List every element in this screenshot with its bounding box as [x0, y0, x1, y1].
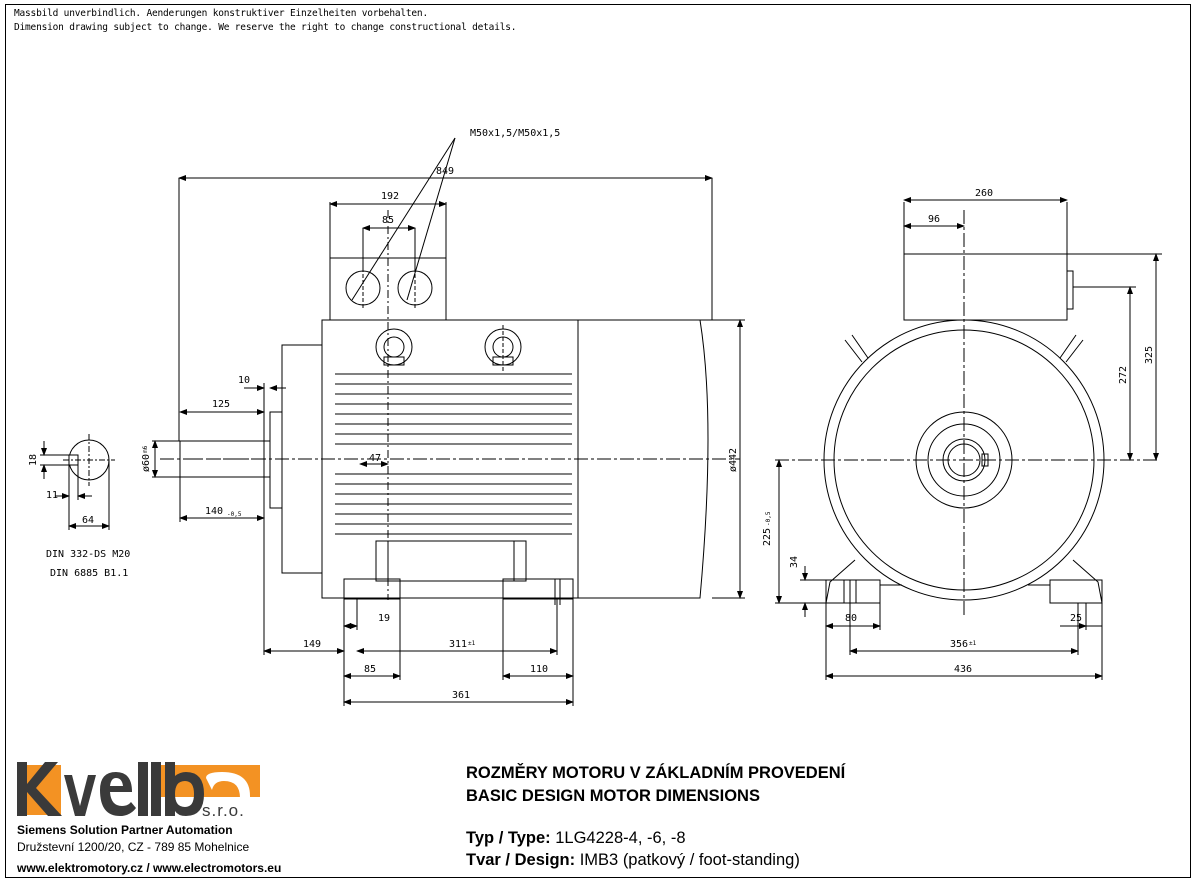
dim-361: 361 — [452, 690, 470, 701]
dim-325: 325 — [1144, 346, 1155, 364]
dim-110: 110 — [530, 664, 548, 675]
dim-272: 272 — [1118, 366, 1129, 384]
dim-140-tol: -0,5 — [227, 511, 242, 518]
dim-96: 96 — [928, 214, 940, 225]
key-dim-11: 11 — [46, 490, 58, 501]
address-line: Družstevní 1200/20, CZ - 789 85 Mohelnic… — [17, 840, 250, 854]
disclaimer-en: Dimension drawing subject to change. We … — [14, 22, 517, 33]
dim-shaft-tol: m6 — [142, 445, 149, 453]
flange-spigot — [269, 411, 283, 509]
title-cz: ROZMĚRY MOTORU V ZÁKLADNÍM PROVEDENÍ — [466, 764, 846, 782]
shaft-key-detail — [40, 434, 115, 530]
norm-din-332: DIN 332-DS M20 — [46, 549, 130, 560]
dim-311: 311 — [449, 639, 467, 650]
dim-225-tol: -0,5 — [765, 511, 772, 526]
key-dim-18: 18 — [28, 454, 39, 466]
dim-442: ø442 — [728, 448, 739, 472]
drawing-frame — [5, 4, 1191, 878]
dim-225: 225 — [762, 528, 773, 546]
dim-356-tol: ±1 — [969, 640, 977, 647]
dim-192: 192 — [381, 191, 399, 202]
disclaimer-de: Massbild unverbindlich. Aenderungen kons… — [14, 8, 428, 19]
terminal-box-front — [903, 253, 1068, 321]
design-value: IMB3 (patkový / foot-standing) — [579, 851, 800, 869]
type-line: Typ / Type: 1LG4228-4, -6, -8 — [466, 829, 686, 848]
dim-47: 47 — [369, 453, 381, 464]
foot-left — [343, 578, 401, 600]
type-value: 1LG4228-4, -6, -8 — [555, 829, 686, 847]
website-line[interactable]: www.elektromotory.cz / www.electromotors… — [17, 861, 282, 875]
dim-80: 80 — [845, 613, 857, 624]
dim-125: 125 — [212, 399, 230, 410]
dim-25: 25 — [1070, 613, 1082, 624]
design-line: Tvar / Design: IMB3 (patkový / foot-stan… — [466, 851, 800, 870]
dim-19: 19 — [378, 613, 390, 624]
design-label: Tvar / Design: — [466, 851, 576, 869]
lift-handle-left — [844, 334, 869, 363]
dim-436: 436 — [954, 664, 972, 675]
dim-shaft-dia: ø60 — [141, 454, 152, 472]
front-view — [775, 197, 1162, 680]
foot-right — [502, 578, 574, 600]
side-view — [152, 137, 745, 706]
company-logo — [17, 762, 260, 816]
thread-label: M50x1,5/M50x1,5 — [470, 128, 560, 139]
partner-line: Siemens Solution Partner Automation — [17, 823, 233, 837]
key-dim-64: 64 — [82, 515, 94, 526]
dim-149: 149 — [303, 639, 321, 650]
dim-356: 356 — [950, 639, 968, 650]
foot-front-left — [825, 559, 902, 604]
cooling-fins — [335, 373, 572, 535]
lift-handle-right — [1059, 334, 1084, 363]
fan-cover — [578, 319, 709, 599]
dim-10: 10 — [238, 375, 250, 386]
norm-din-6885: DIN 6885 B1.1 — [50, 568, 128, 579]
dim-260: 260 — [975, 188, 993, 199]
logo-suffix: s.r.o. — [202, 801, 245, 820]
dim-34: 34 — [789, 556, 800, 568]
dim-140: 140 — [205, 506, 223, 517]
type-label: Typ / Type: — [466, 829, 551, 847]
dim-311-tol: ±1 — [468, 640, 476, 647]
dim-85-bottom: 85 — [364, 664, 376, 675]
dimension-labels: M50x1,5/M50x1,5 849 192 85 10 125 140 -0… — [28, 128, 1155, 701]
lifting-eye-1 — [375, 328, 413, 366]
dim-849: 849 — [436, 166, 454, 177]
title-en: BASIC DESIGN MOTOR DIMENSIONS — [466, 787, 760, 805]
dim-85-top: 85 — [382, 215, 394, 226]
foot-body — [375, 540, 527, 582]
